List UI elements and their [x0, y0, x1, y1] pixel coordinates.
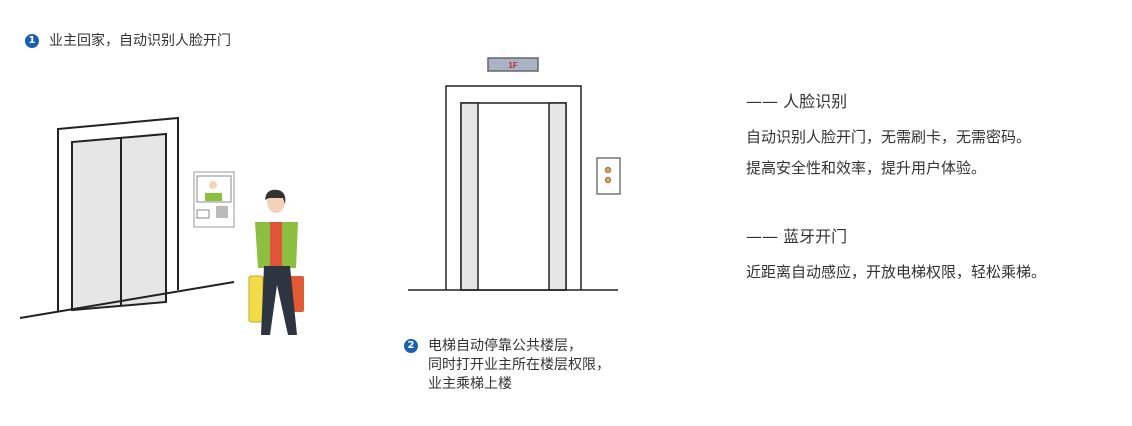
feature-face: —— 人脸识别 自动识别人脸开门，无需刷卡，无需密码。 提高安全性和效率，提升用…: [746, 88, 1031, 184]
step-text: 业主回家，自动识别人脸开门: [49, 33, 231, 49]
feature-title: —— 蓝牙开门: [746, 227, 848, 246]
floor-indicator: 1F: [508, 61, 517, 70]
feature-bluetooth: —— 蓝牙开门 近距离自动感应，开放电梯权限，轻松乘梯。: [746, 223, 1046, 288]
feature-desc: 自动识别人脸开门，无需刷卡，无需密码。: [746, 128, 1032, 146]
elevator-open: [408, 57, 621, 291]
feature-desc: 近距离自动感应，开放电梯权限，轻松乘梯。: [746, 263, 1047, 281]
step-number-badge: 2: [404, 339, 418, 353]
step-text: 电梯自动停靠公共楼层，: [428, 338, 582, 354]
elevator-closed: [19, 116, 235, 319]
feature-title: —— 人脸识别: [746, 92, 848, 111]
step-number-badge: 1: [25, 34, 39, 48]
step-1: 1 业主回家，自动识别人脸开门: [25, 32, 231, 51]
step-text: 业主乘梯上楼: [428, 376, 512, 392]
person-with-suitcases: [248, 189, 304, 335]
feature-desc: 提高安全性和效率，提升用户体验。: [746, 159, 987, 177]
face-recognition-panel: [193, 171, 235, 228]
step-2: 2 电梯自动停靠公共楼层， 同时打开业主所在楼层权限， 业主乘梯上楼: [404, 337, 610, 394]
step-text: 同时打开业主所在楼层权限，: [428, 357, 610, 373]
